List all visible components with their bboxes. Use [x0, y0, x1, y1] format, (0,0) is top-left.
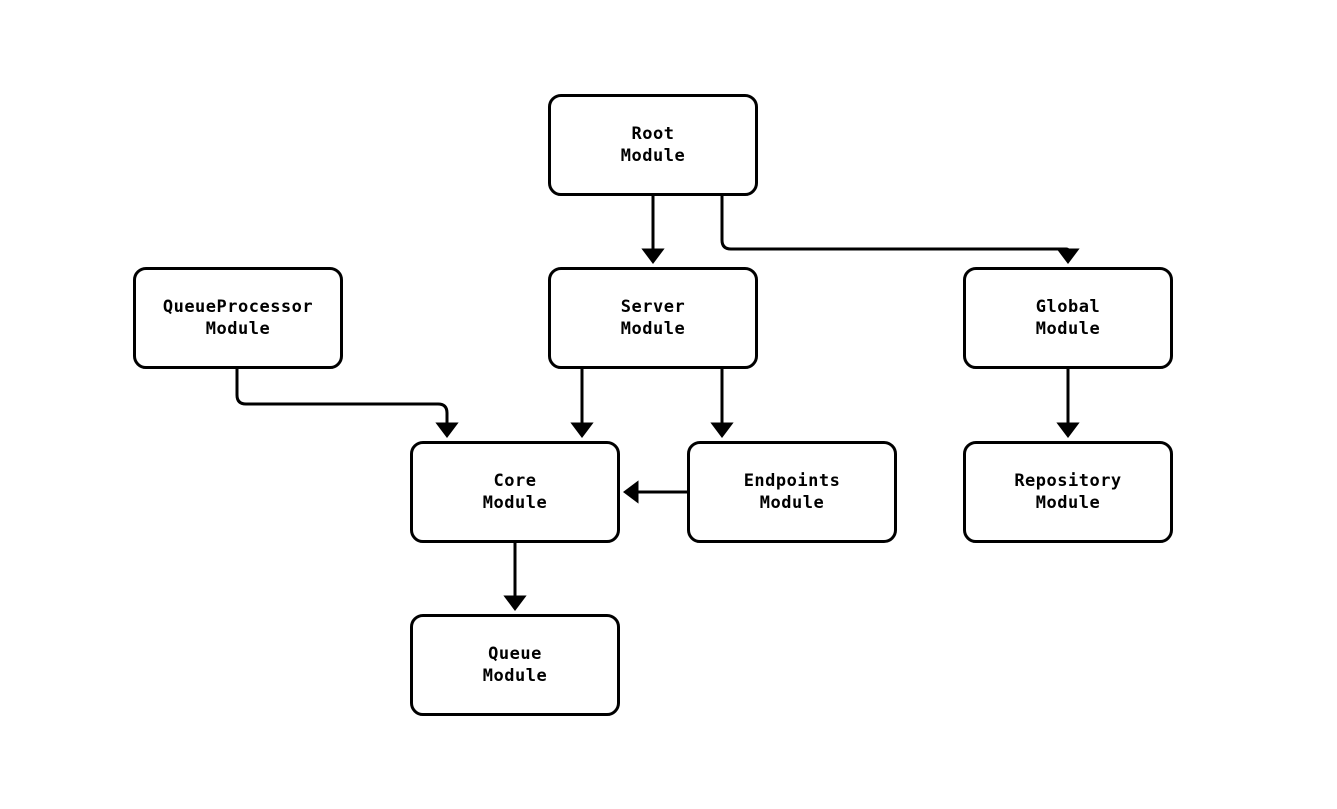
node-label-line1: Global	[1035, 297, 1101, 317]
node-label-line1: QueueProcessor	[162, 297, 314, 317]
edge-root-to-global	[720, 196, 1080, 264]
node-label-line2: Module	[482, 493, 548, 513]
node-queue-module[interactable]: Queue Module	[410, 614, 620, 716]
node-label-line1: Queue	[488, 644, 542, 664]
node-label-line1: Root	[631, 124, 675, 144]
node-server-module[interactable]: Server Module	[548, 267, 758, 369]
node-label-line2: Module	[620, 146, 686, 166]
node-global-module[interactable]: Global Module	[963, 267, 1173, 369]
node-core-module[interactable]: Core Module	[410, 441, 620, 543]
node-label-line2: Module	[482, 666, 548, 686]
node-label-line1: Server	[620, 297, 686, 317]
node-label-line2: Module	[620, 319, 686, 339]
node-label-line2: Module	[759, 493, 825, 513]
edge-queueprocessor-to-core	[235, 369, 459, 438]
node-root-module[interactable]: Root Module	[548, 94, 758, 196]
node-endpoints-module[interactable]: Endpoints Module	[687, 441, 897, 543]
node-label-line1: Core	[493, 471, 537, 491]
node-label-line2: Module	[205, 319, 271, 339]
node-queueprocessor-module[interactable]: QueueProcessor Module	[133, 267, 343, 369]
node-label-line1: Endpoints	[743, 471, 841, 491]
node-label-line1: Repository	[1014, 471, 1122, 491]
node-label-line2: Module	[1035, 493, 1101, 513]
node-repository-module[interactable]: Repository Module	[963, 441, 1173, 543]
node-label-line2: Module	[1035, 319, 1101, 339]
